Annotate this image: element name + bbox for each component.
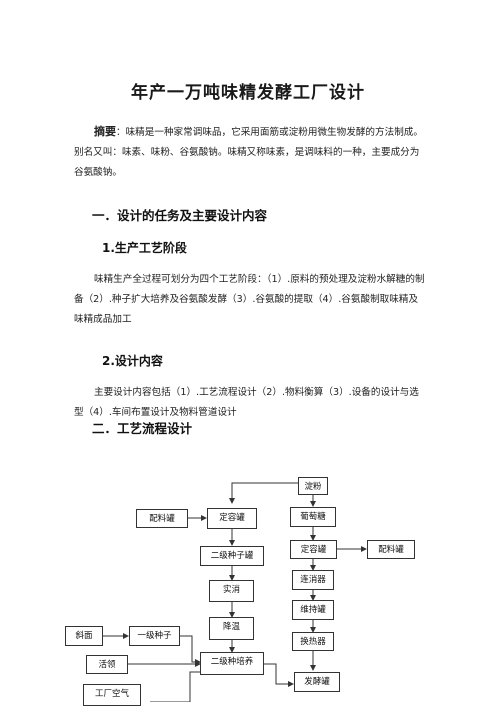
fermenter-box: 发酵罐 [294, 672, 340, 692]
industrial-strain-box: 工厂空气 [83, 684, 141, 706]
section1-heading: 一．设计的任务及主要设计内容 [92, 208, 268, 223]
secondary-seed-culture-box: 二级种培养 [200, 652, 264, 675]
glucose-box: 葡萄糖 [290, 507, 336, 527]
abstract-paragraph: 摘要：味精是一种家常调味品，它采用面筋或淀粉用微生物发酵的方法制成。别名又叫：味… [74, 122, 426, 183]
cooling-box: 降温 [209, 617, 254, 640]
abstract-text: ：味精是一种家常调味品，它采用面筋或淀粉用微生物发酵的方法制成。别名又叫：味素、… [74, 127, 423, 178]
sub2-paragraph: 主要设计内容包括（1）.工艺流程设计（2）.物料衡算（3）.设备的设计与选型（4… [74, 387, 419, 418]
sub1-heading: 1.生产工艺阶段 [102, 241, 187, 255]
sub2-heading: 2.设计内容 [102, 354, 163, 368]
sub1-paragraph: 味精生产全过程可划分为四个工艺阶段：（1）.原料的预处理及淀粉水解糖的制备（2）… [74, 274, 425, 325]
measuring-tank-left-box: 定容罐 [207, 508, 257, 529]
sterilization-box: 实消 [209, 580, 254, 602]
document-title: 年产一万吨味精发酵工厂设计 [131, 83, 365, 103]
section2-heading: 二．工艺流程设计 [92, 421, 193, 436]
inoculation-box: 活领 [86, 655, 128, 674]
measuring-tank-right-box: 定容罐 [290, 540, 337, 559]
primary-seed-box: 一级种子 [129, 626, 180, 646]
mixing-tank-right-box: 配料罐 [367, 540, 415, 559]
heat-exchanger-box: 换热器 [292, 632, 334, 651]
slant-box: 斜面 [65, 626, 103, 646]
continuous-sterilizer-box: 连消器 [292, 570, 334, 590]
secondary-seed-tank-box: 二级种子罐 [200, 546, 264, 566]
holding-tank-box: 维持罐 [292, 600, 334, 620]
abstract-label: 摘要 [94, 125, 116, 138]
starch-box: 淀粉 [298, 477, 328, 495]
mixing-tank-left-box: 配料罐 [136, 509, 188, 528]
